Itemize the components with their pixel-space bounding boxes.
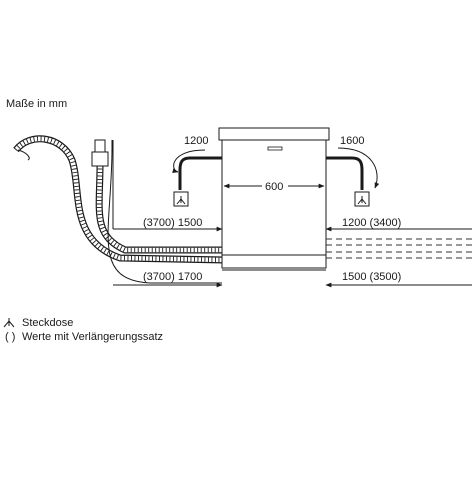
legend-paren-label: Werte mit Verlängerungssatz <box>22 331 163 343</box>
legend-socket-icon <box>3 318 15 328</box>
left-socket-icon <box>173 191 189 207</box>
legend-paren-symbol: ( ) <box>5 331 15 343</box>
right-inlet-dimension: 1600 <box>340 135 364 147</box>
right-dashed-hoses <box>326 238 472 259</box>
reference-curve <box>107 147 222 284</box>
aquastop-valve <box>91 139 109 167</box>
diagram-title: Maße in mm <box>6 98 67 110</box>
left-water-pipe <box>172 149 222 190</box>
left-lower-hose-dimension: (3700) 1700 <box>143 271 202 283</box>
legend-socket-label: Steckdose <box>22 317 73 329</box>
left-upper-hose-dimension: (3700) 1500 <box>143 217 202 229</box>
tap-connector <box>17 149 30 161</box>
right-lower-hose-dimension: 1500 (3500) <box>342 271 401 283</box>
right-water-pipe <box>326 147 380 190</box>
right-upper-hose-dimension: 1200 (3400) <box>342 217 401 229</box>
legend: Steckdose ( ) Werte mit Verlängerungssat… <box>3 317 163 343</box>
inlet-hose <box>13 135 226 264</box>
drain-hose <box>95 164 225 254</box>
width-dimension: 600 <box>265 181 283 193</box>
left-inlet-dimension: 1200 <box>184 135 208 147</box>
dishwasher-body <box>218 127 330 271</box>
right-socket-icon <box>354 191 370 207</box>
